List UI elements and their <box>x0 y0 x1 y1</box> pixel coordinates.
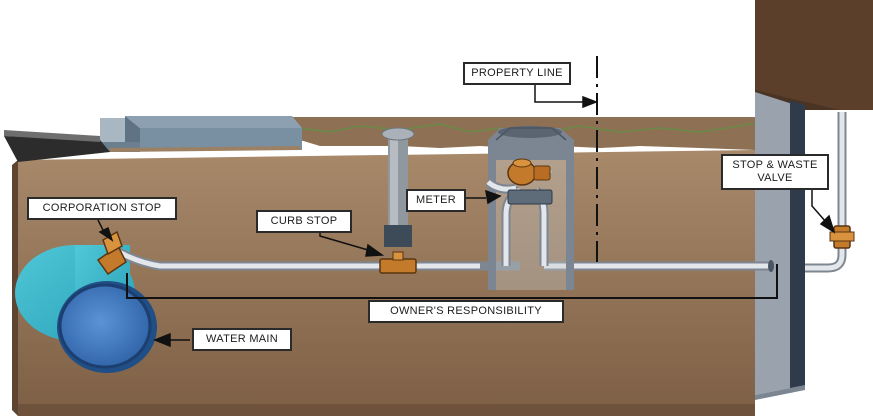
property-line-label: PROPERTY LINE <box>463 62 571 85</box>
owners-responsibility-bracket <box>126 264 778 299</box>
stop-waste-valve-label-line2: VALVE <box>757 172 793 184</box>
curb-stop-label-text: CURB STOP <box>270 215 338 227</box>
curb-box <box>381 127 415 247</box>
stop-waste-valve <box>829 225 855 249</box>
curb-stop-label: CURB STOP <box>256 210 352 233</box>
corporation-stop-label-text: CORPORATION STOP <box>42 202 162 214</box>
curb-stop-valve <box>379 251 417 274</box>
pavement-curb <box>4 116 302 162</box>
callout-leaders <box>97 84 836 348</box>
meter-label: METER <box>406 189 466 212</box>
meter-label-text: METER <box>416 194 456 206</box>
water-main-pipe <box>15 245 157 373</box>
water-main-label: WATER MAIN <box>192 328 292 351</box>
building-foundation <box>755 0 873 400</box>
owners-responsibility-label: OWNER'S RESPONSIBILITY <box>368 300 564 323</box>
house-riser-pipe <box>805 112 847 273</box>
meter-pit <box>488 126 574 290</box>
water-meter <box>507 158 553 205</box>
corporation-stop-label: CORPORATION STOP <box>27 197 177 220</box>
stop-waste-valve-label-line1: STOP & WASTE <box>732 159 818 171</box>
property-line-label-text: PROPERTY LINE <box>471 67 563 79</box>
stop-waste-valve-label: STOP & WASTE VALVE <box>721 154 829 190</box>
owners-responsibility-label-text: OWNER'S RESPONSIBILITY <box>390 305 542 317</box>
water-main-label-text: WATER MAIN <box>205 333 279 345</box>
